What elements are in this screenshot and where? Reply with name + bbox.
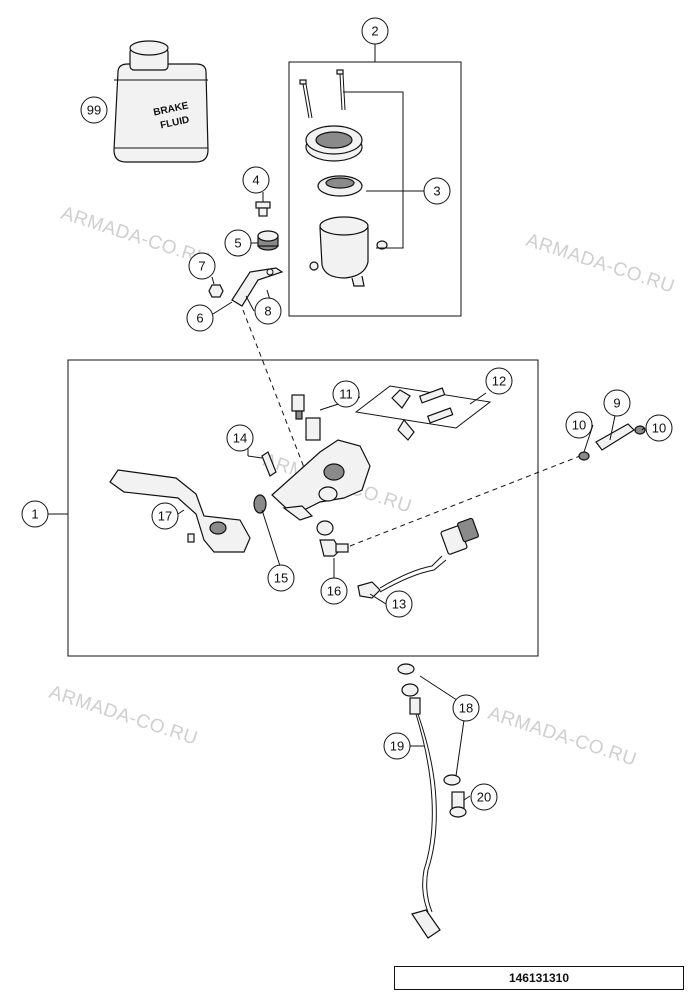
callout-label: 5 — [234, 236, 241, 251]
watermark: ARMADA-CO.RU — [523, 230, 677, 298]
watermark: ARMADA-CO.RU — [485, 703, 639, 771]
master-cylinder-group-box — [67, 359, 539, 657]
callout-6: 6 — [186, 304, 214, 332]
callout-label: 15 — [274, 571, 288, 586]
callout-9: 9 — [603, 389, 631, 417]
banjo-bolt-16 — [316, 520, 349, 557]
banjo-bolt-20 — [449, 791, 467, 818]
master-cylinder-body — [271, 439, 371, 521]
callout-label: 8 — [264, 304, 271, 319]
piston-kit-11 — [291, 394, 321, 441]
callout-8: 8 — [254, 297, 282, 325]
brake-lever-17 — [109, 469, 251, 553]
callout-label: 2 — [371, 24, 378, 39]
bushing-4 — [255, 201, 271, 217]
hose-clamp-10 — [578, 451, 590, 461]
hose-9 — [595, 423, 635, 451]
callout-label: 1 — [31, 507, 38, 522]
callout-label: 19 — [390, 739, 404, 754]
callout-label: 18 — [459, 701, 473, 716]
callout-label: 4 — [252, 173, 259, 188]
reservoir-diaphragm — [317, 175, 363, 197]
reservoir-body — [309, 216, 388, 287]
brake-switch-13 — [357, 517, 479, 599]
callout-19: 19 — [383, 732, 411, 760]
watermark: ARMADA-CO.RU — [46, 682, 200, 750]
callout-label: 16 — [327, 584, 341, 599]
reservoir-screws — [299, 69, 346, 119]
callout-label: 11 — [339, 387, 353, 402]
callout-label: 10 — [572, 418, 586, 433]
callout-label: 3 — [433, 184, 440, 199]
clamp-kit-12 — [354, 385, 492, 441]
callout-label: 13 — [392, 597, 406, 612]
callout-label: 12 — [492, 374, 506, 389]
adjuster-15 — [253, 494, 267, 514]
callout-16: 16 — [320, 577, 348, 605]
callout-18: 18 — [452, 694, 480, 722]
pin-14 — [261, 451, 277, 477]
reservoir-bracket-6 — [231, 267, 284, 307]
callout-14: 14 — [226, 424, 254, 452]
callout-10: 10 — [565, 411, 593, 439]
callout-label: 6 — [196, 311, 203, 326]
brake-line-19 — [397, 663, 441, 939]
callout-label: 7 — [198, 259, 205, 274]
callout-label: 14 — [233, 431, 247, 446]
callout-label: 9 — [613, 396, 620, 411]
callout-10: 10 — [645, 414, 673, 442]
callout-label: 99 — [87, 103, 101, 118]
callout-label: 10 — [652, 421, 666, 436]
callout-12: 12 — [485, 367, 513, 395]
callout-20: 20 — [470, 783, 498, 811]
reservoir-cap — [305, 125, 363, 162]
callout-2: 2 — [361, 17, 389, 45]
callout-7: 7 — [188, 252, 216, 280]
sealing-washer-18 — [443, 774, 461, 786]
callout-99: 99 — [80, 96, 108, 124]
callout-17: 17 — [151, 502, 179, 530]
diagram-reference-number: 146131310 — [394, 966, 684, 990]
hose-clamp-10 — [634, 425, 646, 435]
callout-4: 4 — [242, 166, 270, 194]
callout-15: 15 — [267, 564, 295, 592]
brake-fluid-can: BRAKE FLUID — [113, 40, 209, 163]
nut-7 — [208, 284, 224, 298]
callout-1: 1 — [21, 500, 49, 528]
callout-label: 20 — [477, 790, 491, 805]
callout-3: 3 — [423, 177, 451, 205]
watermark: ARMADA-CO.RU — [58, 203, 212, 271]
rubber-grommet-5 — [257, 230, 279, 251]
callout-13: 13 — [385, 590, 413, 618]
callout-label: 17 — [158, 509, 172, 524]
callout-5: 5 — [224, 229, 252, 257]
callout-11: 11 — [332, 380, 360, 408]
